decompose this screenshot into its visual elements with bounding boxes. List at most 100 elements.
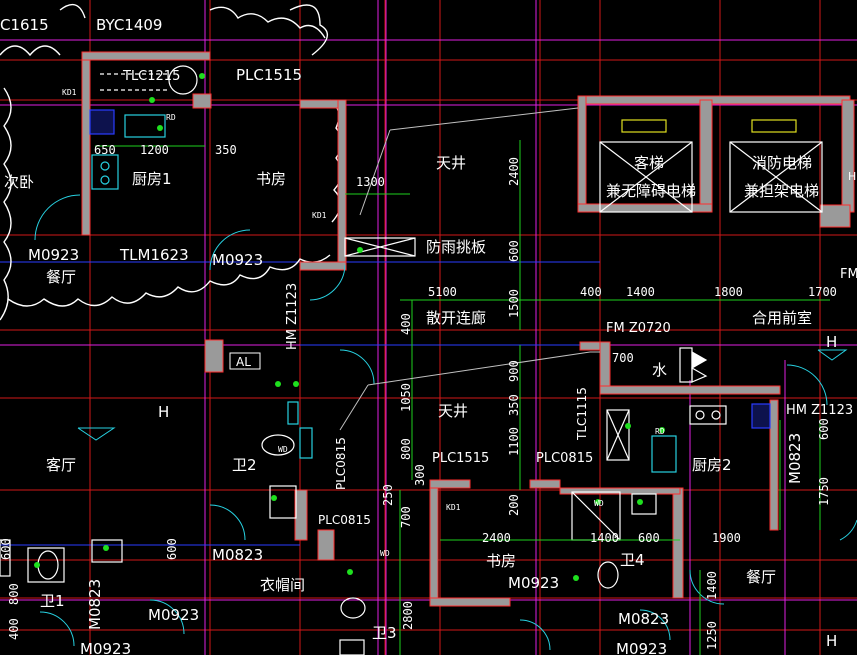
room-wei2: 卫2 (232, 456, 257, 474)
dim-1400b: 1400 (590, 531, 619, 545)
tag-h-b: H (826, 333, 837, 351)
dim-600: 600 (638, 531, 660, 545)
tag-rd-b: RD (655, 427, 665, 436)
room-heyong: 合用前室 (752, 309, 812, 327)
dim-2400v: 2400 (507, 157, 521, 186)
room-xiaofang-sub: 兼担架电梯 (744, 182, 819, 200)
dim-600v: 600 (507, 240, 521, 262)
dim-1300: 1300 (356, 175, 385, 189)
room-keti-sub: 兼无障碍电梯 (606, 182, 696, 200)
room-shufang-top: 书房 (256, 170, 286, 188)
room-shufang-bot: 书房 (486, 552, 516, 570)
room-yimaojian: 衣帽间 (260, 576, 305, 594)
room-labels: 次卧 厨房1 书房 天井 客梯 兼无障碍电梯 消防电梯 兼担架电梯 防雨挑板 餐… (4, 154, 819, 642)
room-tianjing-mid: 天井 (438, 402, 468, 420)
dim-2800v: 2800 (401, 601, 415, 630)
tag-h-d: H (848, 170, 856, 183)
tag-tlm1623: TLM1623 (119, 246, 189, 264)
room-ciwo: 次卧 (4, 173, 34, 191)
tag-m0923-c: M0923 (148, 606, 199, 624)
dim-400: 400 (580, 285, 602, 299)
tag-plc0815-mid: PLC0815 (536, 451, 593, 466)
dim-800v2: 800 (7, 583, 21, 605)
dim-200v: 200 (507, 494, 521, 516)
elevator-shafts (599, 119, 823, 213)
room-tianjing-top: 天井 (436, 154, 466, 172)
tag-rd-a: RD (166, 113, 176, 122)
dim-600r: 600 (0, 538, 13, 560)
tag-h-a: H (158, 403, 169, 421)
dim-700v: 700 (399, 506, 413, 528)
tag-plc0815-low: PLC0815 (318, 513, 371, 527)
dim-350a: 350 (215, 143, 237, 157)
tag-tlc1215: TLC1215 (122, 69, 180, 84)
tag-m0923-d: M0923 (508, 574, 559, 592)
tag-m0823-b: M0823 (86, 579, 104, 630)
tag-wd-b: WD (380, 549, 390, 558)
dim-400v: 400 (399, 313, 413, 335)
tag-hmz1123-a: HM Z1123 (285, 283, 300, 350)
room-keti: 客梯 (634, 154, 664, 172)
tag-hmz1123-b: HM Z1123 (786, 403, 853, 418)
tag-m0923-e: M0923 (80, 640, 131, 655)
dimension-labels: 650 1200 350 1300 2400 600 5100 400 1400… (0, 143, 837, 650)
tag-m0823-c: M0823 (618, 610, 669, 628)
dim-650: 650 (94, 143, 116, 157)
room-wei1: 卫1 (40, 592, 65, 610)
dimension-lines (95, 140, 830, 655)
tag-fmz0720: FM Z0720 (606, 321, 671, 336)
dim-1200: 1200 (140, 143, 169, 157)
dim-400v2: 400 (7, 618, 21, 640)
room-canting-bot: 餐厅 (746, 568, 776, 586)
dim-300v: 300 (413, 464, 427, 486)
tag-h-c: H (826, 632, 837, 650)
room-wei3: 卫3 (372, 624, 397, 642)
dim-5100: 5100 (428, 285, 457, 299)
tag-c1615: C1615 (0, 16, 49, 34)
dim-1100v: 1100 (507, 427, 521, 456)
dim-1900: 1900 (712, 531, 741, 545)
tag-m0823-d: M0823 (786, 433, 804, 484)
tag-plc0815-v: PLC0815 (334, 437, 348, 490)
tag-plc1515-mid: PLC1515 (432, 451, 489, 466)
room-keting: 客厅 (46, 456, 76, 474)
leader-lines (339, 107, 600, 431)
walls (81, 51, 855, 607)
dim-1700: 1700 (808, 285, 837, 299)
tag-wd-c: WD (594, 499, 604, 508)
dim-900v: 900 (507, 360, 521, 382)
tag-kd1b: KD1 (312, 211, 327, 220)
dim-1400v: 1400 (705, 571, 719, 600)
tag-labels: C1615 BYC1409 TLC1215 PLC1515 KD1 KD1 KD… (0, 16, 857, 655)
tag-m0923-b: M0923 (212, 251, 263, 269)
tag-byc1409: BYC1409 (96, 16, 162, 34)
room-canting-top: 餐厅 (46, 268, 76, 286)
revision-cloud (0, 3, 343, 321)
dim-1750v: 1750 (817, 477, 831, 506)
dim-1800: 1800 (714, 285, 743, 299)
dim-1400a: 1400 (626, 285, 655, 299)
tag-m0923-a: M0923 (28, 246, 79, 264)
room-shui: 水 (652, 361, 667, 379)
dim-1500v: 1500 (507, 289, 521, 318)
tag-al: AL (236, 355, 251, 369)
room-wei4: 卫4 (620, 551, 645, 569)
fixtures (0, 65, 771, 655)
room-chufang1: 厨房1 (132, 170, 172, 188)
tag-plc1515-top: PLC1515 (236, 66, 302, 84)
tag-m0923-f: M0923 (616, 640, 667, 655)
tag-m0823-a: M0823 (212, 546, 263, 564)
room-fangyu: 防雨挑板 (426, 238, 486, 256)
room-xiaofang: 消防电梯 (752, 154, 812, 172)
tag-kd1: KD1 (62, 88, 77, 97)
dim-1050v: 1050 (399, 383, 413, 412)
dim-2400: 2400 (482, 531, 511, 545)
dim-600v3: 600 (165, 538, 179, 560)
dim-600v2: 600 (817, 418, 831, 440)
room-sankai: 散开连廊 (426, 309, 486, 327)
tag-wd-a: WD (278, 445, 288, 454)
room-chufang2: 厨房2 (692, 456, 732, 474)
